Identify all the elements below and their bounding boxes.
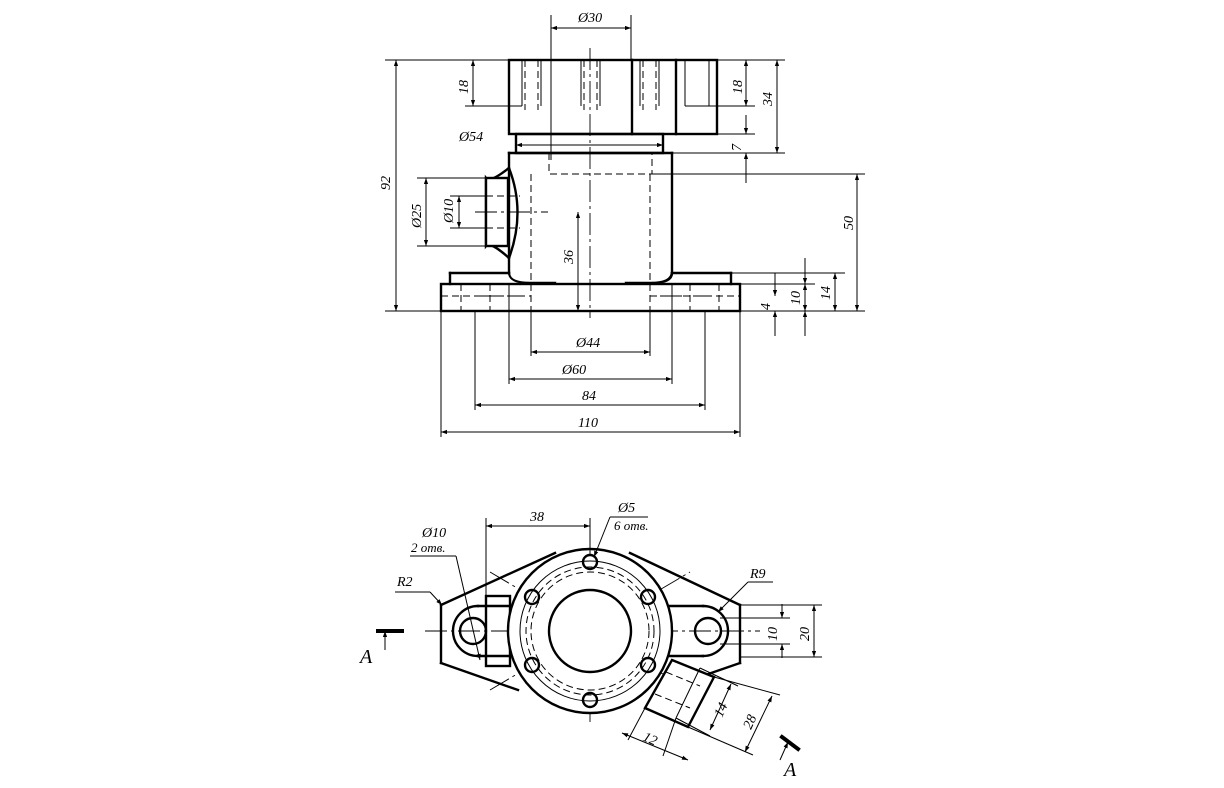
dim-d5: Ø5 xyxy=(617,501,635,516)
dim-h10-top: 10 xyxy=(766,627,781,641)
threaded-holes xyxy=(521,60,660,110)
dim-w12: 12 xyxy=(640,730,659,749)
front-dimension-labels: Ø30 Ø54 18 18 34 7 92 50 36 Ø25 Ø10 14 1… xyxy=(379,11,857,431)
dim-h10: 10 xyxy=(789,291,804,305)
dim-h50: 50 xyxy=(842,216,857,230)
mounting-holes xyxy=(523,553,657,709)
bore-circle xyxy=(547,588,633,674)
section-label-right: А xyxy=(782,759,797,781)
dim-d10-top: Ø10 xyxy=(421,526,446,541)
base xyxy=(439,282,742,313)
top-dimension-lines xyxy=(395,516,822,761)
dim-d44: Ø44 xyxy=(575,336,600,351)
dim-holes6: 6 отв. xyxy=(614,518,649,533)
extension-lines xyxy=(385,15,865,437)
top-dimension-labels: 38 Ø5 6 отв. Ø10 2 отв. R2 R9 10 20 14 2… xyxy=(358,501,813,781)
dim-h18-left: 18 xyxy=(457,80,472,94)
section-label-left: А xyxy=(358,646,373,668)
dim-r9: R9 xyxy=(749,567,766,582)
dim-w14: 14 xyxy=(712,701,731,720)
main-body xyxy=(448,151,733,311)
dim-h18-right: 18 xyxy=(731,80,746,94)
dim-d25: Ø25 xyxy=(410,204,425,229)
section-marks xyxy=(376,629,801,761)
top-view: 38 Ø5 6 отв. Ø10 2 отв. R2 R9 10 20 14 2… xyxy=(358,501,822,781)
top-flange xyxy=(507,58,719,136)
dim-h36: 36 xyxy=(562,250,577,265)
dim-w38: 38 xyxy=(529,510,544,525)
outer-flange-circle xyxy=(506,547,674,715)
left-lug xyxy=(439,551,557,692)
dim-d30: Ø30 xyxy=(577,11,602,26)
dim-w84: 84 xyxy=(582,389,596,404)
dim-h92: 92 xyxy=(379,176,394,190)
dimension-lines xyxy=(393,25,860,435)
front-view: Ø30 Ø54 18 18 34 7 92 50 36 Ø25 Ø10 14 1… xyxy=(379,11,865,437)
side-boss xyxy=(484,166,520,260)
dim-r2: R2 xyxy=(396,575,413,590)
dim-d60: Ø60 xyxy=(561,363,586,378)
dim-h4: 4 xyxy=(759,303,774,310)
dim-w110: 110 xyxy=(578,416,598,431)
dim-h14: 14 xyxy=(819,286,834,300)
right-bolt-hole xyxy=(693,616,723,646)
dim-h7: 7 xyxy=(730,143,745,151)
dim-h34: 34 xyxy=(761,92,776,107)
dim-h20-top: 20 xyxy=(798,627,813,641)
dim-holes2: 2 отв. xyxy=(411,540,446,555)
dim-d10: Ø10 xyxy=(442,199,457,224)
dim-d54: Ø54 xyxy=(458,130,483,145)
neck xyxy=(514,132,665,155)
dim-w28: 28 xyxy=(741,713,760,732)
